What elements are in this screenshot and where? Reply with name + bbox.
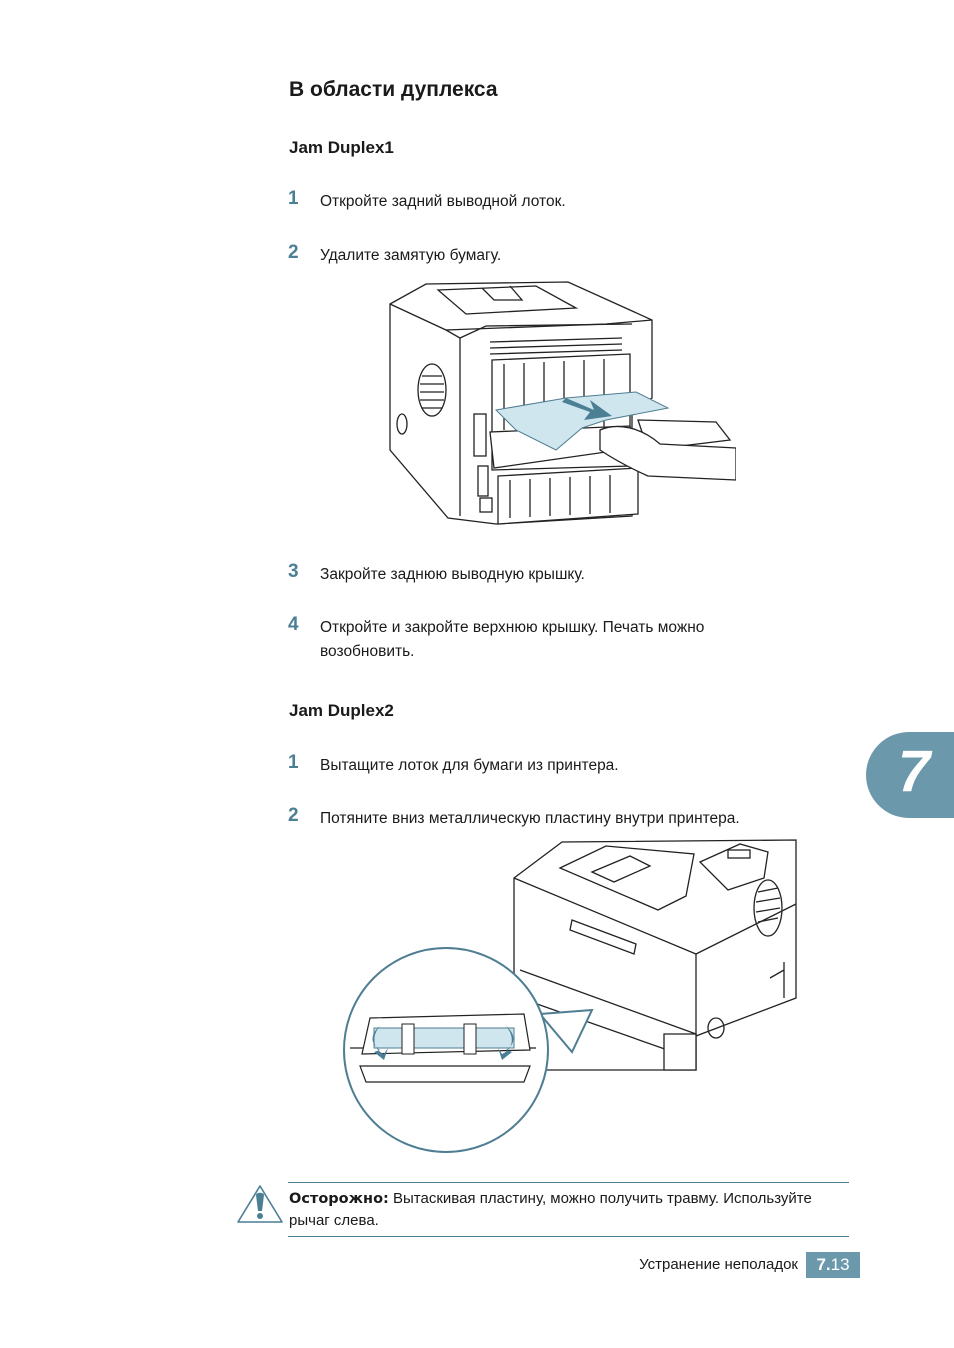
caution-label: Осторожно: (289, 1191, 389, 1207)
caution-body: Вытаскивая пластину, можно получить трав… (289, 1190, 812, 1229)
chapter-tab-number: 7 (897, 739, 931, 804)
printer-rear-jam-illustration (389, 281, 736, 525)
step-number: 3 (288, 561, 299, 582)
step-text: Откройте и закройте верхнюю крышку. Печа… (320, 619, 705, 660)
warning-icon (237, 1185, 283, 1223)
heading-jam-duplex2: Jam Duplex2 (289, 701, 394, 720)
chapter-tab[interactable]: 7 (866, 732, 954, 818)
step-number: 2 (288, 805, 299, 826)
page-number: 13 (830, 1255, 850, 1274)
step-number: 4 (288, 614, 299, 635)
caution-top-rule (288, 1182, 849, 1183)
caution-bottom-rule (288, 1236, 849, 1237)
page-chapter: 7. (816, 1255, 831, 1274)
step-text: Откройте задний выводной лоток. (320, 193, 566, 210)
step-number: 2 (288, 242, 299, 263)
printer-front-plate-illustration (343, 839, 797, 1153)
heading-jam-duplex1: Jam Duplex1 (289, 138, 394, 157)
step-text: Вытащите лоток для бумаги из принтера. (320, 757, 619, 774)
page-number-badge: 7.13 (806, 1252, 860, 1278)
step-text: Закройте заднюю выводную крышку. (320, 566, 585, 583)
step-text: Потяните вниз металлическую пластину вну… (320, 810, 740, 827)
step-number: 1 (288, 188, 299, 209)
section-title: В области дуплекса (289, 78, 498, 101)
step-text: Удалите замятую бумагу. (320, 247, 502, 264)
step-number: 1 (288, 752, 299, 773)
footer-section-name: Устранение неполадок (639, 1256, 798, 1273)
caution-text: Осторожно: Вытаскивая пластину, можно по… (289, 1188, 849, 1231)
